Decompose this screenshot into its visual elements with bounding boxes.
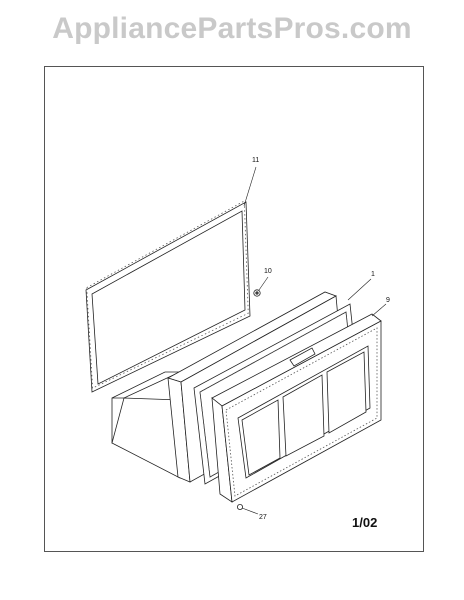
callout-10: 10 <box>264 268 272 275</box>
part-27-screw <box>236 503 243 510</box>
leader-lines <box>241 166 387 515</box>
callout-9: 9 <box>386 297 390 304</box>
cabinet-body <box>111 371 181 479</box>
diagram-frame <box>44 66 424 552</box>
part-9-door-liner <box>211 313 382 503</box>
part-10-knob <box>253 289 261 297</box>
part-11-rear-frame <box>85 200 251 393</box>
callout-27: 27 <box>259 514 267 521</box>
page-code: 1/02 <box>352 515 377 530</box>
site-watermark: AppliancePartsPros.com <box>52 12 412 45</box>
callout-11: 11 <box>252 157 259 164</box>
callout-1: 1 <box>371 271 375 278</box>
